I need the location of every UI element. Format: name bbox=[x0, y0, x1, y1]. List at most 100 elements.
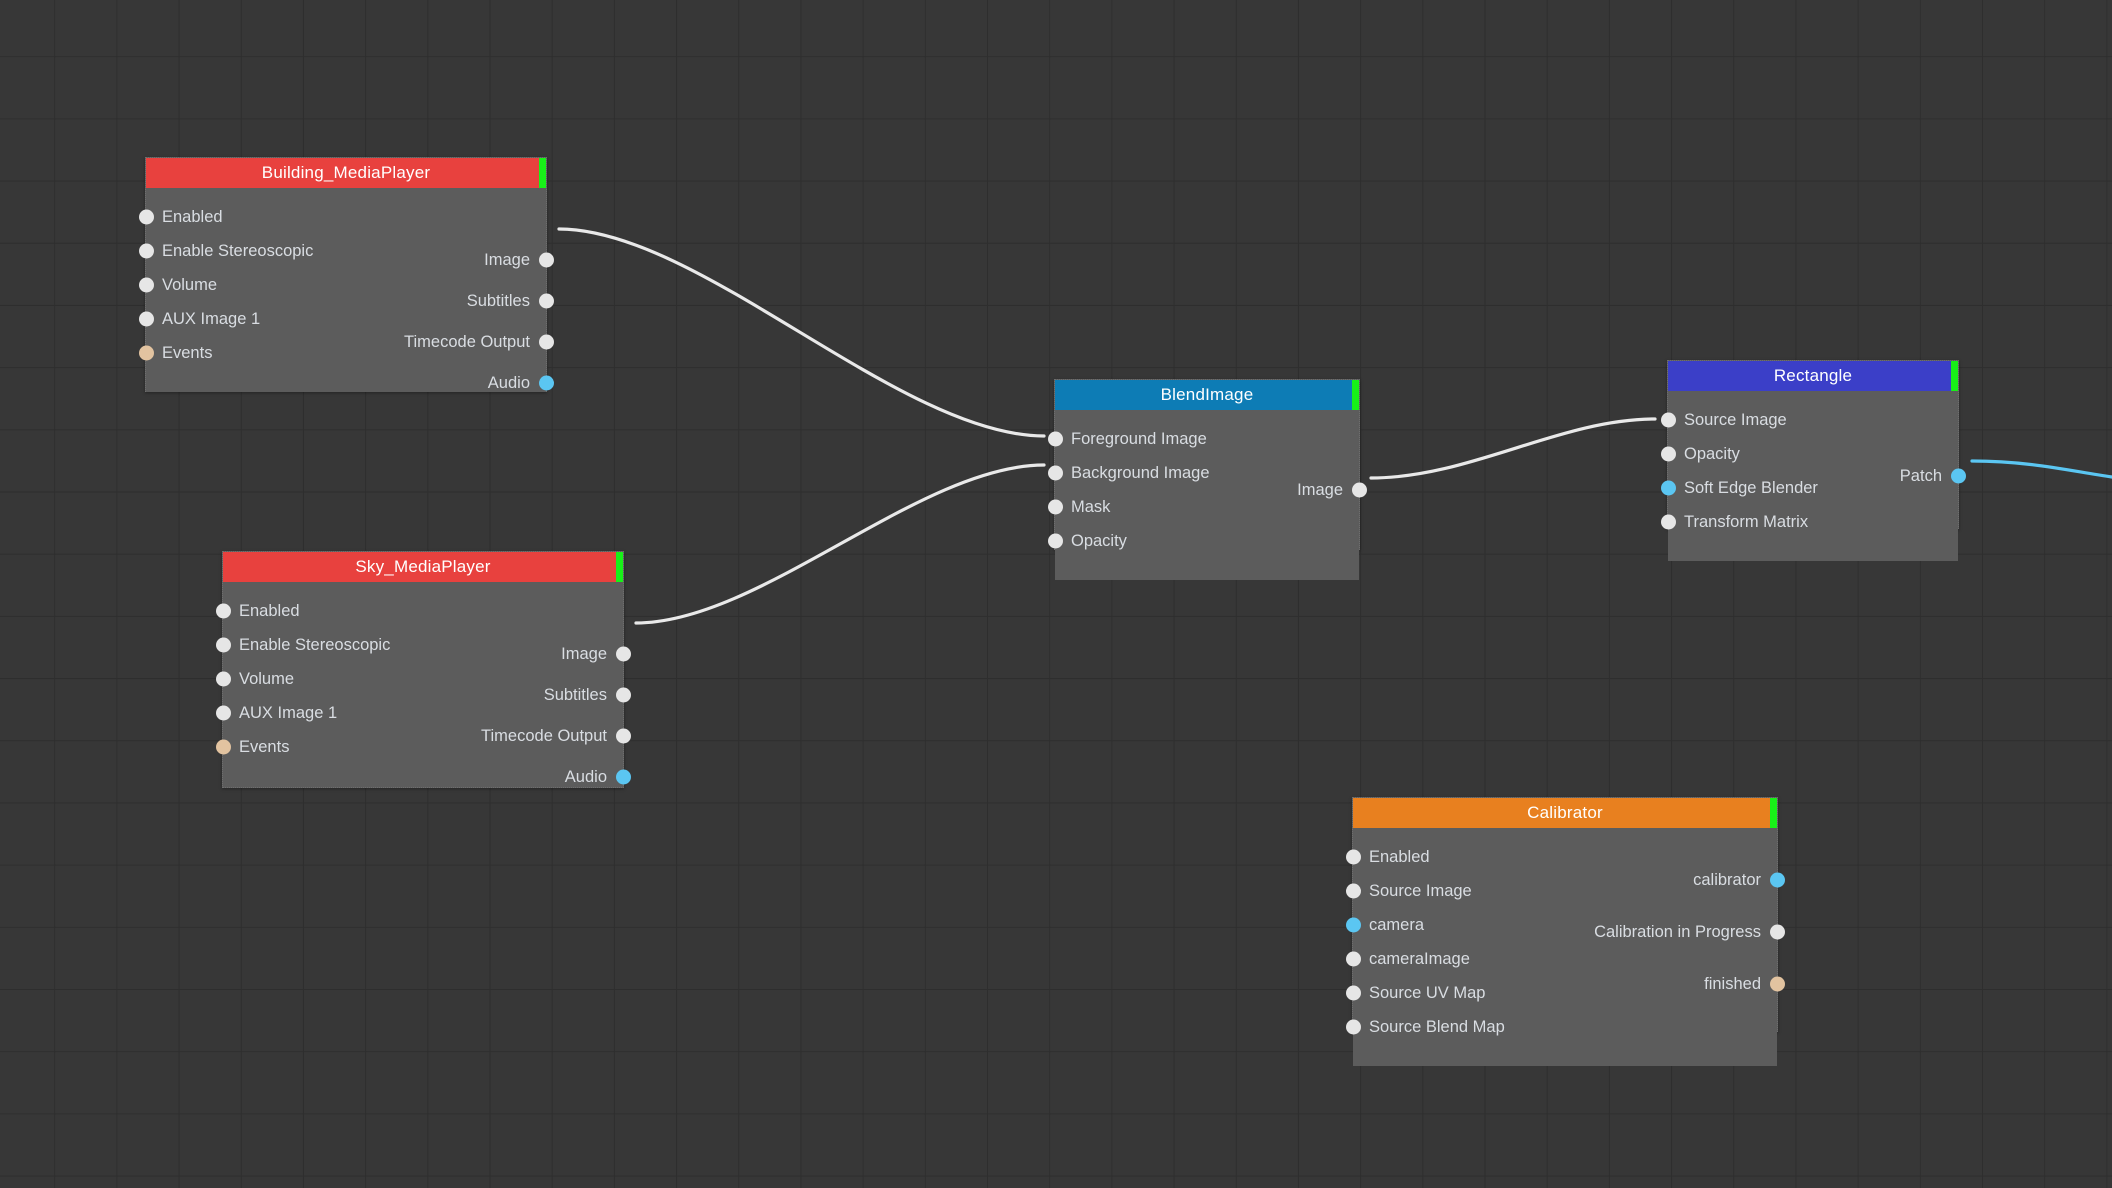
input-port-dot[interactable] bbox=[138, 277, 154, 293]
input-port-label: Source Image bbox=[1369, 881, 1472, 900]
input-port-dot[interactable] bbox=[1047, 533, 1063, 549]
output-port-label: Image bbox=[561, 644, 607, 663]
input-port-dot[interactable] bbox=[1345, 917, 1361, 933]
input-port-row[interactable]: Enabled bbox=[1345, 840, 1777, 874]
input-port-row[interactable]: Mask bbox=[1047, 490, 1359, 524]
wire-rectangle-patch-out[interactable] bbox=[1970, 459, 2112, 479]
input-port-row[interactable]: Opacity bbox=[1047, 524, 1359, 558]
input-port-row[interactable]: Foreground Image bbox=[1047, 422, 1359, 456]
output-port-dot[interactable] bbox=[615, 646, 631, 662]
input-port-dot[interactable] bbox=[1345, 1019, 1361, 1035]
output-port-label: Subtitles bbox=[466, 291, 530, 310]
input-port-row[interactable]: Source UV Map bbox=[1345, 976, 1777, 1010]
node-header-rectangle[interactable]: Rectangle bbox=[1668, 361, 1958, 391]
output-port-dot[interactable] bbox=[1950, 468, 1966, 484]
output-port-dot[interactable] bbox=[615, 769, 631, 785]
wire-sky-image-to-blend-background[interactable] bbox=[634, 463, 1046, 625]
input-port-dot[interactable] bbox=[138, 209, 154, 225]
input-port-dot[interactable] bbox=[215, 603, 231, 619]
input-port-row[interactable]: AUX Image 1 bbox=[138, 302, 546, 336]
input-port-row[interactable]: Volume bbox=[138, 268, 546, 302]
input-port-dot[interactable] bbox=[1660, 480, 1676, 496]
input-port-row[interactable]: Events bbox=[138, 336, 546, 370]
input-port-row[interactable]: Soft Edge Blender bbox=[1660, 471, 1958, 505]
input-port-row[interactable]: Transform Matrix bbox=[1660, 505, 1958, 539]
output-port-row[interactable]: Subtitles bbox=[223, 678, 631, 712]
input-port-label: Opacity bbox=[1684, 444, 1740, 463]
input-port-dot[interactable] bbox=[1345, 951, 1361, 967]
output-port-dot[interactable] bbox=[538, 375, 554, 391]
output-port-row[interactable]: Audio bbox=[223, 760, 631, 794]
output-port-row[interactable]: Subtitles bbox=[146, 284, 554, 318]
output-port-dot[interactable] bbox=[1769, 924, 1785, 940]
input-port-row[interactable]: Enable Stereoscopic bbox=[215, 628, 623, 662]
input-port-row[interactable]: Enable Stereoscopic bbox=[138, 234, 546, 268]
input-port-dot[interactable] bbox=[138, 243, 154, 259]
output-port-row[interactable]: Timecode Output bbox=[146, 325, 554, 359]
output-port-row[interactable]: Image bbox=[223, 637, 631, 671]
input-port-dot[interactable] bbox=[215, 671, 231, 687]
output-port-dot[interactable] bbox=[615, 728, 631, 744]
output-port-dot[interactable] bbox=[1769, 872, 1785, 888]
input-port-label: Enabled bbox=[239, 601, 300, 620]
input-port-row[interactable]: Events bbox=[215, 730, 623, 764]
output-port-dot[interactable] bbox=[1351, 482, 1367, 498]
input-port-row[interactable]: Source Image bbox=[1345, 874, 1777, 908]
node-header-calibrator[interactable]: Calibrator bbox=[1353, 798, 1777, 828]
input-port-dot[interactable] bbox=[1660, 514, 1676, 530]
input-port-row[interactable]: Enabled bbox=[215, 594, 623, 628]
input-port-row[interactable]: Enabled bbox=[138, 200, 546, 234]
node-title: BlendImage bbox=[1160, 385, 1254, 404]
output-port-row[interactable]: Calibration in Progress bbox=[1353, 915, 1785, 949]
output-port-dot[interactable] bbox=[615, 687, 631, 703]
input-port-dot[interactable] bbox=[1660, 446, 1676, 462]
input-port-row[interactable]: camera bbox=[1345, 908, 1777, 942]
output-port-dot[interactable] bbox=[538, 252, 554, 268]
output-port-dot[interactable] bbox=[538, 293, 554, 309]
node-header-blendimage[interactable]: BlendImage bbox=[1055, 380, 1359, 410]
input-port-row[interactable]: AUX Image 1 bbox=[215, 696, 623, 730]
input-port-row[interactable]: Source Image bbox=[1660, 403, 1958, 437]
input-port-dot[interactable] bbox=[1345, 985, 1361, 1001]
input-port-row[interactable]: Source Blend Map bbox=[1345, 1010, 1777, 1044]
output-port-label: Image bbox=[1297, 480, 1343, 499]
input-port-row[interactable]: Opacity bbox=[1660, 437, 1958, 471]
node-header-sky-mediaplayer[interactable]: Sky_MediaPlayer bbox=[223, 552, 623, 582]
output-port-row[interactable]: finished bbox=[1353, 967, 1785, 1001]
input-port-dot[interactable] bbox=[1660, 412, 1676, 428]
output-port-dot[interactable] bbox=[1769, 976, 1785, 992]
input-port-dot[interactable] bbox=[138, 345, 154, 361]
output-port-dot[interactable] bbox=[538, 334, 554, 350]
input-port-row[interactable]: cameraImage bbox=[1345, 942, 1777, 976]
output-port-row[interactable]: Image bbox=[1055, 473, 1367, 507]
input-port-dot[interactable] bbox=[1047, 499, 1063, 515]
output-port-row[interactable]: calibrator bbox=[1353, 863, 1785, 897]
input-port-dot[interactable] bbox=[138, 311, 154, 327]
output-port-row[interactable]: Audio bbox=[146, 366, 554, 400]
input-port-label: Foreground Image bbox=[1071, 429, 1207, 448]
input-port-dot[interactable] bbox=[1345, 883, 1361, 899]
input-port-dot[interactable] bbox=[1047, 431, 1063, 447]
input-port-row[interactable]: Background Image bbox=[1047, 456, 1359, 490]
output-port-label: calibrator bbox=[1693, 870, 1761, 889]
input-port-dot[interactable] bbox=[1047, 465, 1063, 481]
input-port-dot[interactable] bbox=[1345, 849, 1361, 865]
input-port-dot[interactable] bbox=[215, 637, 231, 653]
wire-blend-image-to-rectangle-source[interactable] bbox=[1369, 417, 1657, 480]
input-port-dot[interactable] bbox=[215, 739, 231, 755]
input-port-row[interactable]: Volume bbox=[215, 662, 623, 696]
node-header-building-mediaplayer[interactable]: Building_MediaPlayer bbox=[146, 158, 546, 188]
output-port-row[interactable]: Timecode Output bbox=[223, 719, 631, 753]
input-port-dot[interactable] bbox=[215, 705, 231, 721]
wire-building-image-to-blend-foreground[interactable] bbox=[557, 227, 1046, 438]
output-port-row[interactable]: Patch bbox=[1668, 459, 1966, 493]
output-port-row[interactable]: Image bbox=[146, 243, 554, 277]
